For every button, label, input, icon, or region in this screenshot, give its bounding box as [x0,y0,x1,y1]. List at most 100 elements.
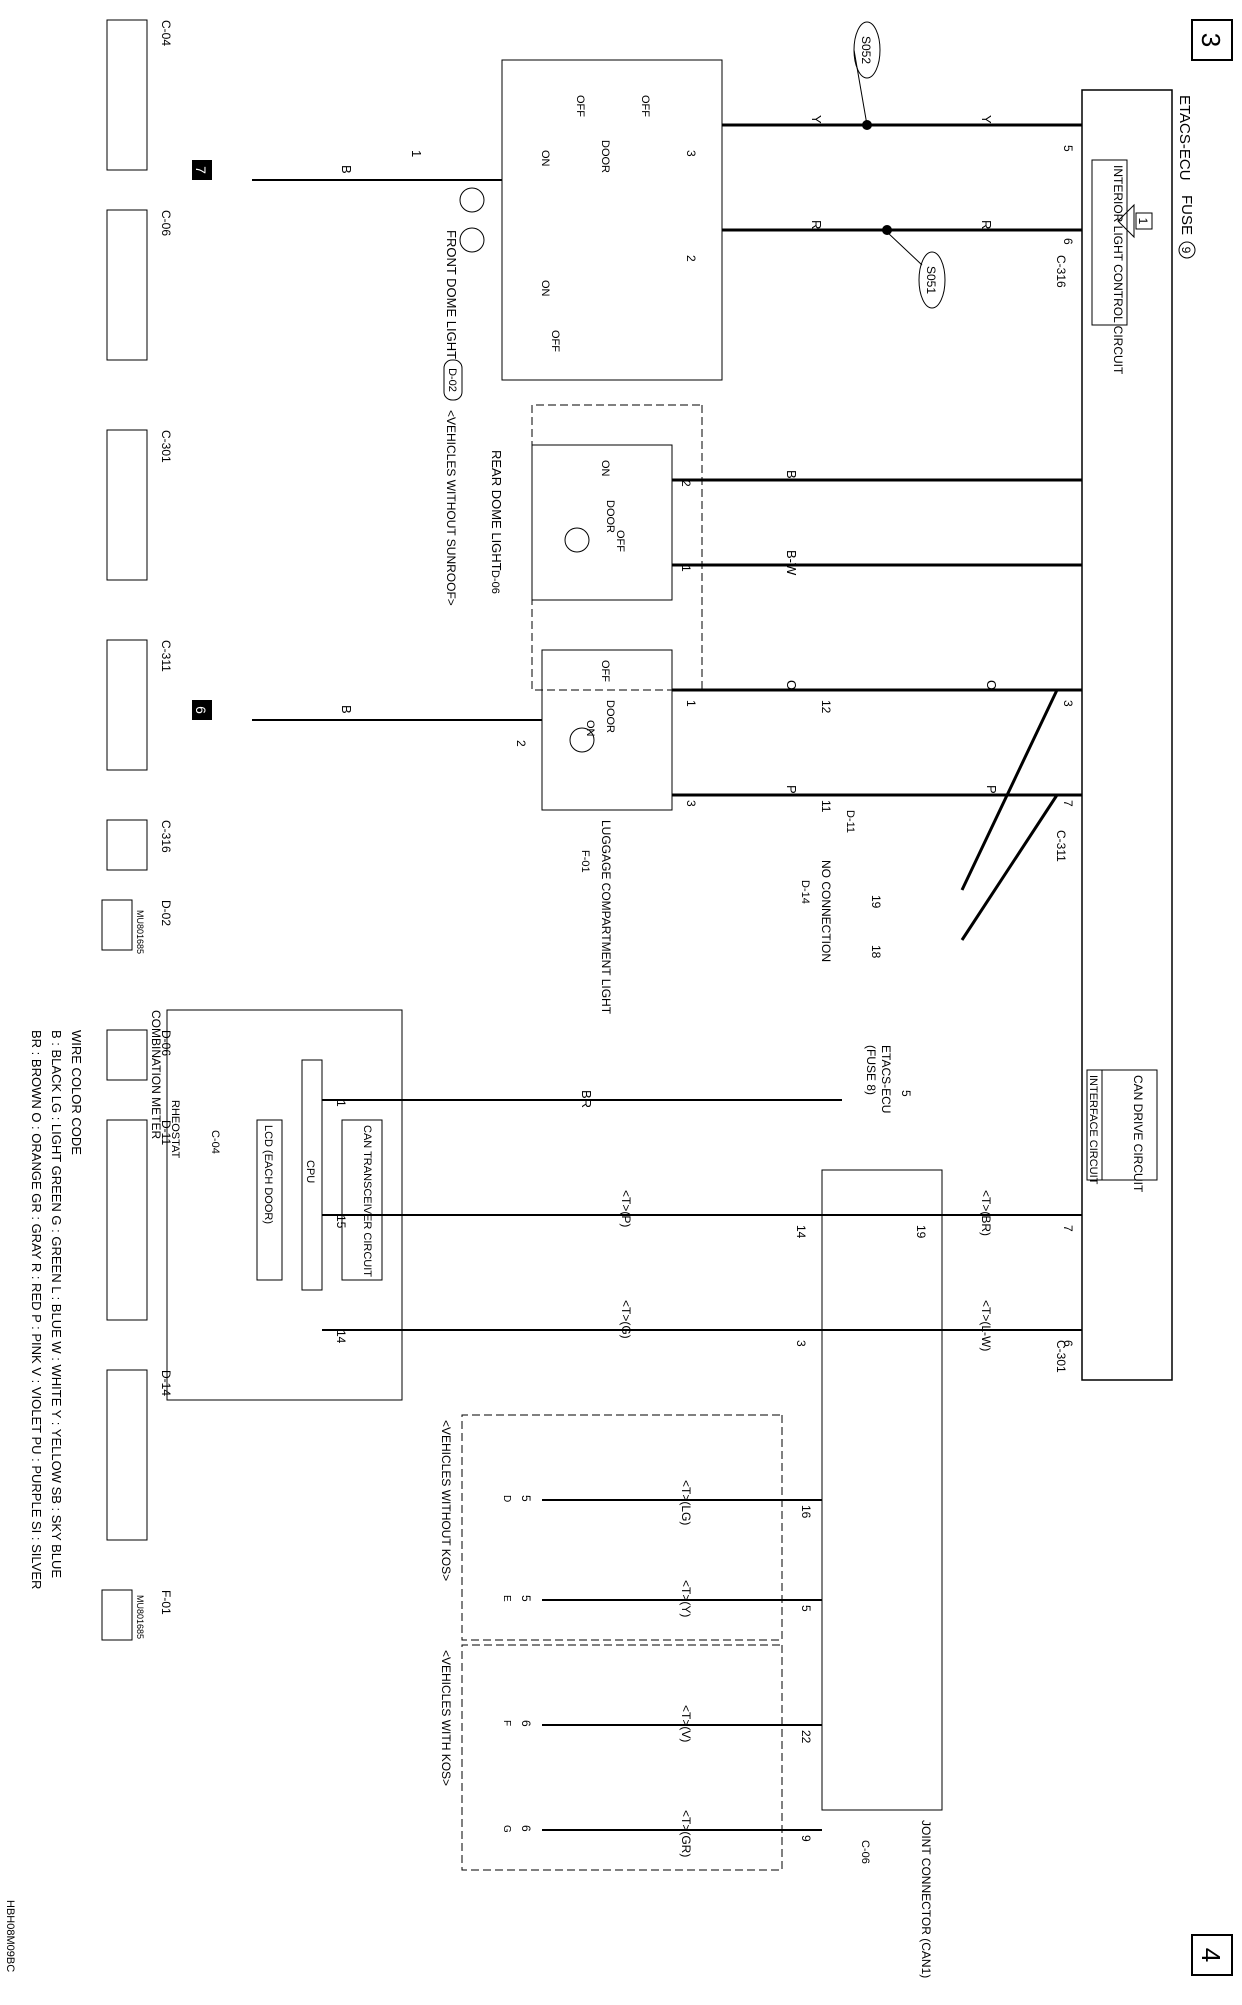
legend-d11: D-11 [159,1120,173,1145]
legend-f01-grid [101,1589,133,1641]
meter-pin-15: 15 [334,1215,348,1229]
legend-d06: D-06 [159,1030,173,1056]
front-dome-pin-3: 3 [684,150,698,157]
front-lamp-1-icon [459,187,485,213]
luggage-light-box [541,649,673,811]
cpu-label: CPU [304,1160,316,1183]
front-on-a: ON [539,150,551,167]
fuse-number: 9 [1179,247,1193,254]
legend-c301: C-301 [159,430,173,463]
rotated-diagram: 3 4 ETACS-ECU FUSE 9 1 INTERIOR LIGHT CO… [4,19,1233,1978]
no-connection-connector: D-14 [799,880,811,904]
legend-c301-grid [106,429,148,581]
etacs-title: ETACS-ECU [1176,95,1193,181]
legend-c06-grid [106,209,148,361]
wire-t-p: <T>(P) [619,1190,633,1227]
legend-part-no-f01: MU801685 [135,1595,145,1639]
combination-meter-box [166,1009,403,1401]
kos-tag-0: 5 [519,1495,533,1502]
wire-color-code-row1: B : BLACK LG : LIGHT GREEN G : GREEN L :… [49,1030,64,1578]
connector-c316: C-316 [1054,255,1068,288]
lug-pin-3b: 3 [684,800,698,807]
kos-tag-3: 6 [519,1825,533,1832]
nc-pin-19: 19 [869,895,883,909]
luggage-name: LUGGAGE COMPARTMENT LIGHT [599,820,613,1015]
front-on-b: ON [539,280,551,297]
kos-pin-16: 16 [799,1505,813,1519]
wire-r-label-2: R [809,220,824,229]
wire-t-lg: <T>(LG) [679,1480,693,1525]
front-dome-connector: D-02 [446,368,458,392]
meter-pin-14: 14 [334,1330,348,1344]
lug-on: ON [584,720,596,737]
can-drive-box [1101,1069,1158,1181]
splice-s051-leader [886,231,923,266]
wire-o-label-2: O [784,680,799,690]
wire-p-nc [960,794,1059,941]
legend-c311-grid [106,639,148,771]
rear-dome-light-box [531,444,673,601]
wire-t-gr: <T>(GR) [679,1810,693,1857]
lug-pin-11: 11 [819,800,833,813]
rear-dome-name: REAR DOME LIGHT [489,450,504,571]
fuse-tag-num: 1 [1136,218,1150,225]
kos-pin-22: 22 [799,1730,813,1744]
etacs-ecu-box [1081,89,1173,1381]
legend-d06-grid [106,1029,148,1081]
interface-circuit: INTERFACE CIRCUIT [1087,1075,1099,1185]
pin-5: 5 [1061,145,1075,152]
wire-t-lw: <T>(L-W) [979,1300,993,1351]
front-off-b: OFF [574,95,586,117]
rear-door: DOOR [604,500,616,533]
front-off-c: OFF [549,330,561,352]
ground-6: 6 [193,706,209,714]
etacs-fuse8-fuse: (FUSE 8) [864,1045,878,1095]
can-pin-19: 19 [914,1225,928,1239]
with-kos-label: <VEHICLES WITH KOS> [439,1650,453,1786]
splice-s052-leader [853,49,868,126]
wire-bw-label: B-W [784,550,799,576]
wire-p-label: P [984,785,999,794]
without-kos-label: <VEHICLES WITHOUT KOS> [439,1420,453,1581]
nc-pin-18: 18 [869,945,883,959]
cpu-box [301,1059,323,1291]
splice-s052-label: S052 [859,36,873,64]
fuse-triangle-icon [1117,203,1135,239]
page-number-box-top [1191,19,1233,61]
connector-c311: C-311 [1054,830,1068,862]
kos-tag-1: 5 [519,1595,533,1602]
legend-c06: C-06 [159,210,173,236]
no-connection-label: NO CONNECTION [819,860,833,962]
joint-connector-box [821,1169,943,1811]
lug-pin-7: 7 [1061,800,1075,807]
luggage-connector: F-01 [579,850,591,873]
rear-pin-2: 2 [679,480,693,487]
wire-b-label: B [339,165,354,174]
rear-off: OFF [614,530,626,552]
pin-6: 6 [1061,238,1075,245]
front-dome-connector-box [443,359,463,401]
splice-s051-label: S051 [924,266,938,294]
wire-y-label-2: Y [809,115,824,124]
rear-on: ON [599,460,611,477]
legend-d02: D-02 [159,900,173,926]
rear-lamp-icon [564,527,590,553]
legend-d14: D-14 [159,1370,173,1396]
lug-pin-3: 3 [1061,700,1075,707]
front-off-a: OFF [639,95,651,117]
lug-off: OFF [599,660,611,682]
fuse-tag [1135,212,1153,230]
can-pin-3: 3 [794,1340,808,1347]
legend-d11-grid [106,1119,148,1321]
legend-c04-grid [106,19,148,171]
lcd-box [256,1119,283,1281]
fuse-label: FUSE [1178,195,1195,235]
legend-c316: C-316 [159,820,173,853]
page-number-top: 3 [1196,33,1226,47]
interior-light-circuit: INTERIOR LIGHT CONTROL CIRCUIT [1111,165,1125,375]
page-number-box-bottom [1191,1934,1233,1976]
fuse-number-circle [1178,241,1196,259]
kos-letter-1: E [501,1595,512,1602]
